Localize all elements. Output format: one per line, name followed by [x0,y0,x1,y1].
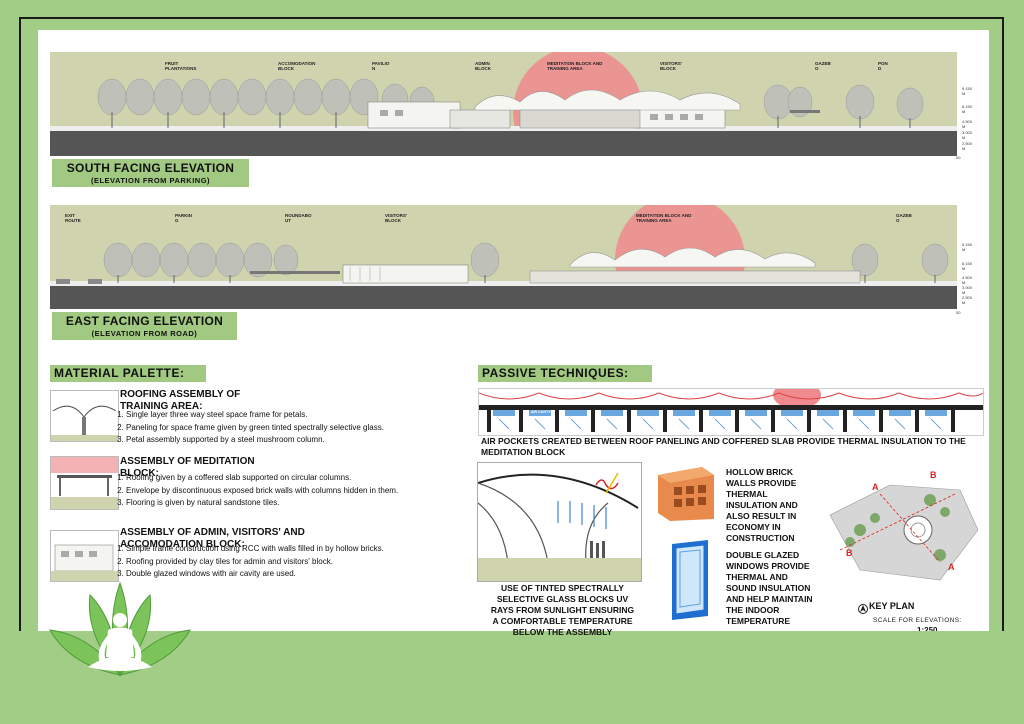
east-elevation-title: EAST FACING ELEVATION (ELEVATION FROM RO… [52,312,237,340]
south-elevation-graphic [50,52,957,156]
key-plan-marker-a-top: A [872,482,879,492]
south-elevation-drawing [50,52,957,156]
south-label-5: VISITORS' BLOCK [660,61,682,71]
east-label-0: EXIT ROUTE [65,213,81,223]
key-plan-title: KEY PLAN [869,601,915,611]
south-label-0: FRUIT PLANTATIONS [165,61,197,71]
hollow-brick-image [652,463,717,523]
roofing-point-2: Paneling for space frame given by green … [126,422,466,435]
roofing-list: Single layer three way steel space frame… [112,409,466,447]
scale-value: 1:250 [917,627,937,631]
north-arrow-icon [858,601,868,614]
admin-point-1: Simple frame construction using RCC with… [126,543,486,556]
passive-techniques-heading: PASSIVE TECHNIQUES: [478,365,652,382]
east-label-2: ROUNDABO UT [285,213,312,223]
east-label-5: GAZEB O [896,213,912,223]
double-glazed-window-image [664,540,716,622]
key-plan-marker-a-bottom: A [948,562,955,572]
east-elevation-graphic [50,205,957,309]
south-level-4: 2.500 M [962,141,973,151]
air-cavity-label: AIR CAVITY [531,410,551,414]
roofing-thumbnail [50,390,119,442]
admin-point-2: Roofing provided by clay tiles for admin… [126,556,486,569]
east-label-1: PARKIN G [175,213,192,223]
roofing-title: ROOFING ASSEMBLY OF TRAINING AREA: [120,389,241,412]
east-label-3: VISITORS' BLOCK [385,213,407,223]
window-caption: DOUBLE GLAZED WINDOWS PROVIDE THERMAL AN… [726,550,813,626]
lotus-meditation-logo [30,575,210,695]
spectrally-selective-glass-drawing [477,462,642,582]
south-label-2: PAVILIO N [372,61,390,71]
south-label-6: GAZEB O [815,61,831,71]
east-level-4: 2.500 M [962,295,973,305]
east-subtitle-text: (ELEVATION FROM ROAD) [91,329,198,338]
admin-point-3: Double glazed windows with air cavity ar… [126,568,486,581]
meditation-point-3: Flooring is given by natural sandstone t… [126,497,486,510]
meditation-list: Roofing given by a coffered slab support… [112,472,486,510]
east-title-text: EAST FACING ELEVATION [65,314,224,328]
south-label-7: PON D [878,61,888,71]
east-elevation-drawing [50,205,957,309]
south-level-0: 9.150 M [962,86,973,96]
roofing-point-1: Single layer three way steel space frame… [126,409,466,422]
material-palette-heading: MATERIAL PALETTE: [50,365,206,382]
glass-caption: USE OF TINTED SPECTRALLY SELECTIVE GLASS… [490,583,635,637]
south-label-1: ACCOMODATION BLOCK [278,61,316,71]
key-plan-drawing: A B B A [820,470,985,590]
south-level-3: 3.000 M [962,130,973,140]
east-level-5: 00 [956,310,961,315]
key-plan-marker-b-bottom: B [846,548,853,558]
south-level-5: 00 [956,155,961,160]
south-level-2: 4.500 M [962,119,973,129]
south-label-4: MEDITATION BLOCK AND TRAINING AREA [547,61,603,71]
scale-label: SCALE FOR ELEVATIONS: [873,617,962,624]
meditation-thumbnail [50,456,119,510]
south-elevation-title: SOUTH FACING ELEVATION (ELEVATION FROM P… [52,159,249,187]
admin-title: ASSEMBLY OF ADMIN, VISITORS' AND ACCOMOD… [120,527,305,550]
south-subtitle-text: (ELEVATION FROM PARKING) [90,176,211,185]
meditation-title: ASSEMBLY OF MEDITATION BLOCK: [120,456,255,479]
east-level-2: 4.500 M [962,275,973,285]
admin-thumbnail [50,530,119,582]
meditation-point-2: Envelope by discontinuous exposed brick … [126,485,486,498]
air-pocket-caption: AIR POCKETS CREATED BETWEEN ROOF PANELIN… [481,436,966,457]
east-level-3: 3.000 M [962,285,973,295]
south-label-3: ADMIN BLOCK [475,61,491,71]
east-level-0: 9.150 M [962,242,973,252]
east-level-1: 6.150 M [962,261,973,271]
south-level-1: 6.150 M [962,104,973,114]
air-pocket-section-drawing: AIR CAVITY [478,388,984,436]
key-plan-marker-b-top: B [930,470,937,480]
admin-list: Simple frame construction using RCC with… [112,543,486,581]
meditation-point-1: Roofing given by a coffered slab support… [126,472,486,485]
east-label-4: MEDITATION BLOCK AND TRAINING AREA [636,213,692,223]
brick-caption: HOLLOW BRICK WALLS PROVIDE THERMAL INSUL… [726,467,798,543]
south-title-text: SOUTH FACING ELEVATION [66,161,235,175]
roofing-point-3: Petal assembly supported by a steel mush… [126,434,466,447]
